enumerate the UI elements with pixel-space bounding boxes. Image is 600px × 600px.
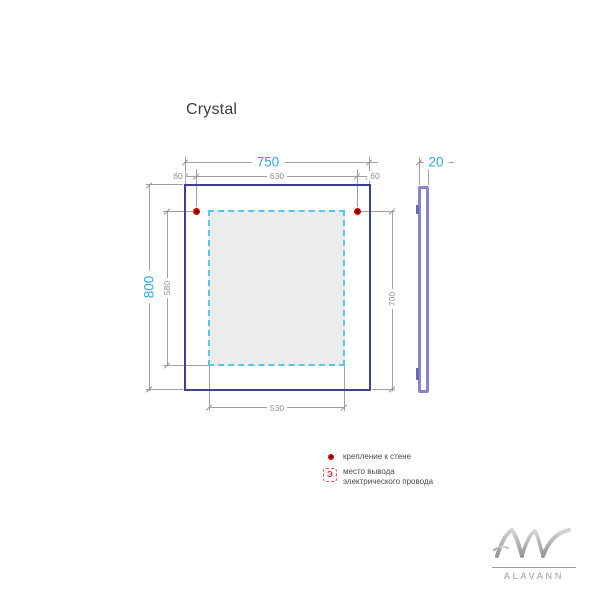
mount-point-right	[354, 208, 361, 215]
dim-offset-left-label: 60	[170, 171, 186, 181]
dim-height-label: 800	[141, 270, 157, 304]
ext-line-700-top	[357, 211, 395, 212]
dim-depth-label: 20	[423, 154, 449, 170]
ext-line-700-bottom	[372, 389, 395, 390]
dim-light-height-label: 580	[162, 277, 172, 299]
mount-point-left	[193, 208, 200, 215]
product-title: Crystal	[186, 101, 238, 118]
ext-line-light-height-top	[163, 211, 194, 212]
ext-line-height-bottom	[146, 389, 183, 390]
dim-mount-span-label: 630	[266, 171, 288, 181]
ext-line-side-left	[419, 157, 420, 185]
dim-mount-to-bottom-label: 700	[387, 288, 397, 310]
ext-line-height-top	[146, 184, 183, 185]
ext-line-light-width-right	[344, 366, 345, 411]
dim-width-label: 750	[251, 154, 285, 170]
legend-electric-label: место вывода электрического провода	[343, 467, 433, 486]
ext-line-light-width-left	[209, 366, 210, 411]
dim-offset-right-label: 60	[367, 171, 383, 181]
ext-line-light-height-bottom	[163, 365, 209, 366]
mirror-front-view	[184, 184, 371, 391]
ext-line-mount-right	[357, 169, 358, 207]
mount-bracket-bottom	[416, 368, 419, 380]
brand-name: ALAVANN	[503, 571, 565, 581]
mirror-side-view	[418, 186, 429, 393]
brand-divider	[492, 567, 576, 568]
brand-logo-mark	[493, 528, 571, 558]
mount-bracket-top	[416, 205, 419, 214]
backlight-area	[208, 210, 345, 366]
dim-line-depth-tail	[445, 162, 454, 163]
brand-logo: ALAVANN	[491, 527, 577, 581]
ext-line-mount-left	[196, 169, 197, 207]
legend-electric-line2: электрического провода	[343, 476, 434, 486]
legend-mount-label: крепление к стене	[343, 452, 412, 461]
electric-outlet-icon: Э	[323, 468, 337, 482]
legend-electric-line1: место вывода	[343, 467, 395, 476]
dim-light-width-label: 530	[266, 403, 288, 413]
mount-dot-icon	[328, 454, 334, 460]
ext-line-side-right	[428, 157, 429, 185]
